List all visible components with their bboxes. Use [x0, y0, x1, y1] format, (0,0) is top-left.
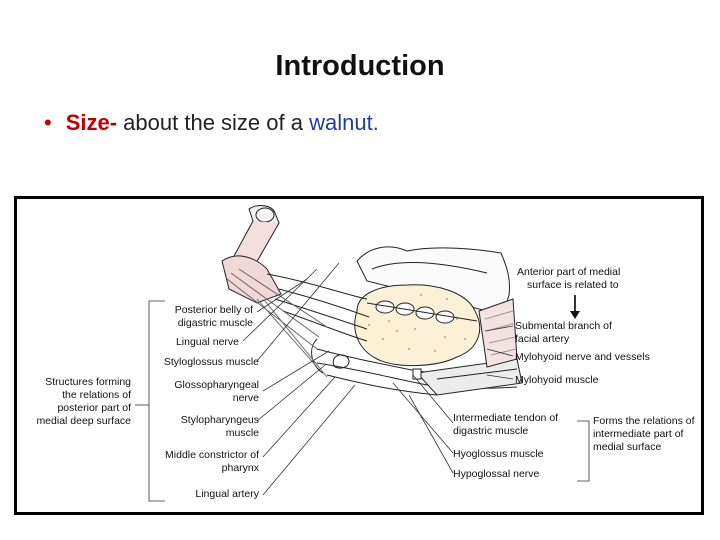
label-line: Structures forming: [45, 376, 131, 388]
bullet-period: .: [372, 110, 379, 135]
label-stylopharyngeus: Stylopharyngeus: [181, 414, 259, 426]
right-group-label: Forms the relations of intermediate part…: [593, 415, 695, 453]
bullet-highlight: walnut: [309, 110, 373, 135]
label-hyoglossus: Hyoglossus muscle: [453, 448, 544, 460]
label-posterior-belly-2: digastric muscle: [178, 317, 253, 329]
label-middle-constrictor-2: pharynx: [222, 462, 260, 474]
label-posterior-belly: Posterior belly of: [175, 304, 253, 316]
label-line: posterior part of: [57, 402, 131, 414]
slide-title: Introduction: [275, 50, 445, 82]
anatomy-figure: Structures forming the relations of post…: [14, 196, 704, 515]
label-glossopharyngeal: Glossopharyngeal: [174, 379, 259, 391]
label-lingual-nerve: Lingual nerve: [176, 336, 239, 348]
label-lingual-artery: Lingual artery: [195, 488, 259, 500]
bottom-labels: Intermediate tendon of digastric muscle …: [453, 412, 558, 480]
label-hypoglossal: Hypoglossal nerve: [453, 468, 540, 480]
label-middle-constrictor: Middle constrictor of: [165, 449, 259, 461]
label-submental-branch: Submental branch of: [515, 320, 612, 332]
left-group-label: Structures forming the relations of post…: [36, 376, 131, 427]
bullet-keyword: Size-: [65, 110, 118, 135]
top-right-label: Anterior part of medial surface is relat…: [517, 266, 620, 291]
label-styloglossus: Styloglossus muscle: [164, 356, 259, 368]
leader-lines: [135, 262, 590, 502]
label-intermediate-tendon-2: digastric muscle: [453, 425, 528, 437]
right-labels: Submental branch of facial artery Mylohy…: [515, 320, 650, 386]
anatomy-illustration: [221, 205, 523, 396]
label-mylohyoid-muscle: Mylohyoid muscle: [515, 374, 599, 386]
anatomy-diagram: Structures forming the relations of post…: [36, 205, 695, 502]
label-line: the relations of: [62, 389, 131, 401]
down-arrow-icon: [570, 311, 580, 319]
left-labels: Posterior belly of digastric muscle Ling…: [164, 304, 260, 500]
label-line: medial surface: [593, 441, 661, 453]
label-intermediate-tendon: Intermediate tendon of: [453, 412, 558, 424]
label-submental-branch-2: facial artery: [515, 333, 570, 345]
bullet-marker: •: [44, 110, 52, 135]
label-line: Forms the relations of: [593, 415, 695, 427]
label-stylopharyngeus-2: muscle: [226, 427, 259, 439]
label-glossopharyngeal-2: nerve: [233, 392, 259, 404]
bullet-text: about the size of a: [117, 110, 310, 135]
label-line: intermediate part of: [593, 428, 684, 440]
label-line: surface is related to: [527, 279, 619, 291]
label-line: medial deep surface: [36, 415, 131, 427]
label-mylohyoid-nerve: Mylohyoid nerve and vessels: [515, 351, 650, 363]
label-line: Anterior part of medial: [517, 266, 620, 278]
bullet-point: • Size- about the size of a walnut.: [44, 110, 379, 136]
